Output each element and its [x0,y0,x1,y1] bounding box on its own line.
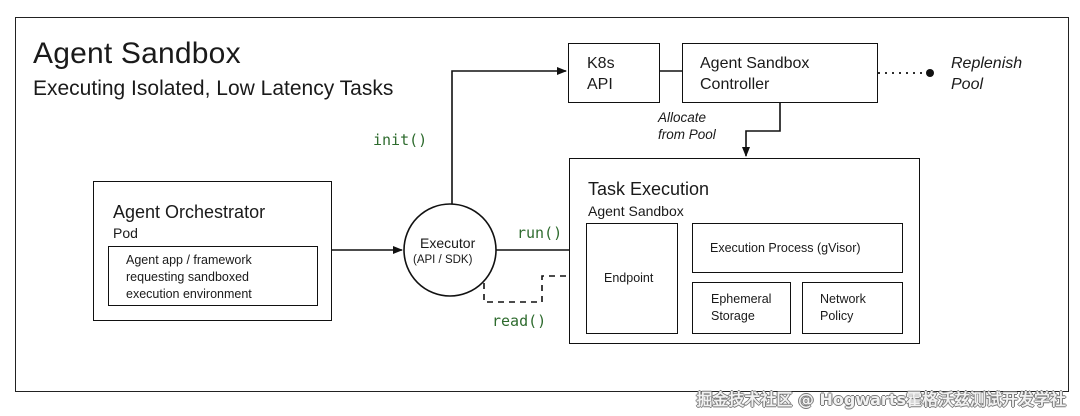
k8s-api-box: K8s API [568,43,660,103]
orchestrator-subtitle: Pod [113,225,138,241]
init-arrow [451,67,567,207]
executor-title: Executor [420,235,476,251]
agent-app-label: Agent app / framework requesting sandbox… [126,253,252,301]
execution-process-box: Execution Process (gVisor) [692,223,903,273]
orchestrator-title: Agent Orchestrator [113,202,266,222]
task-execution-subtitle: Agent Sandbox [588,203,684,219]
ephemeral-storage-box: Ephemeral Storage [692,282,791,334]
run-call-label: run() [517,224,563,242]
replenish-dot [926,69,934,77]
network-policy-box: Network Policy [802,282,903,334]
executor-subtitle: (API / SDK) [413,254,473,266]
ephemeral-storage-label: Ephemeral Storage [711,292,772,323]
page-title: Agent Sandbox [33,37,241,70]
execution-process-label: Execution Process (gVisor) [710,241,861,255]
network-policy-label: Network Policy [820,292,866,323]
controller-label: Agent Sandbox Controller [700,55,810,93]
task-execution-title: Task Execution [588,179,710,199]
k8s-api-label: K8s API [587,55,615,93]
allocate-label: Allocate from Pool [658,110,716,142]
page-subtitle: Executing Isolated, Low Latency Tasks [33,77,394,100]
init-call-label: init() [373,131,428,149]
agent-app-box: Agent app / framework requesting sandbox… [108,246,318,306]
executor-circle [403,203,497,297]
read-dashed-path [483,275,583,303]
allocate-arrow [742,103,781,157]
controller-box: Agent Sandbox Controller [682,43,878,103]
endpoint-box: Endpoint [586,223,678,334]
diagram-frame [15,17,1069,392]
watermark: 掘金技术社区 @ Hogwarts霍格沃兹测试开发学社 [696,390,1066,409]
read-call-label: read() [492,312,547,330]
endpoint-label: Endpoint [604,271,654,285]
replenish-label: Replenish Pool [951,55,1023,93]
